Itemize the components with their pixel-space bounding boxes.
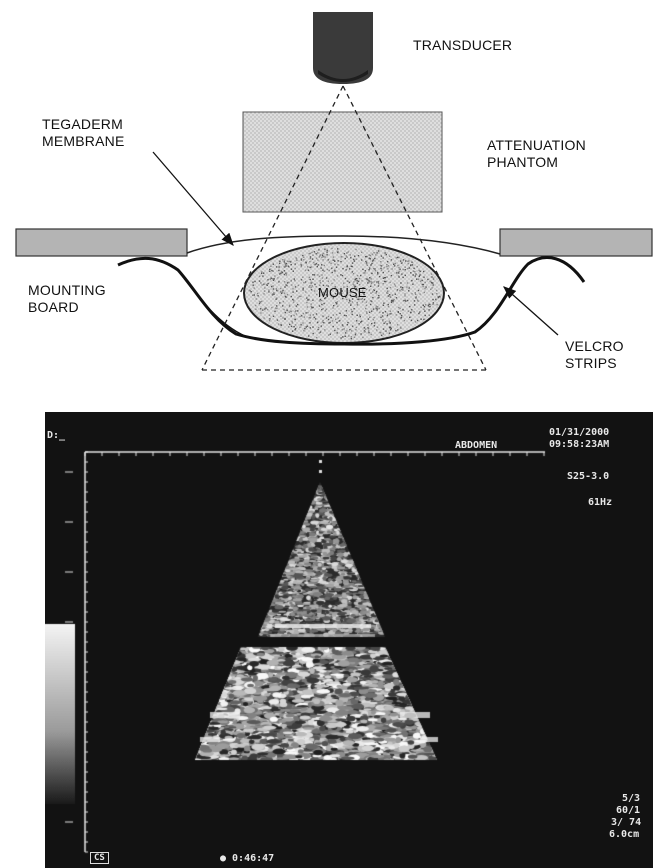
frame-rate: 61Hz <box>588 497 612 509</box>
probe-label: S25-3.0 <box>567 471 609 483</box>
label-velcro-strips: VELCRO STRIPS <box>565 338 624 372</box>
label-tegaderm-line1: TEGADERM <box>42 116 125 133</box>
param-line-1: 5/3 <box>622 793 640 805</box>
cine-timer: ● 0:46:47 <box>220 853 274 865</box>
drive-prompt: D:_ <box>47 430 65 442</box>
label-velcro-line1: VELCRO <box>565 338 624 355</box>
label-mounting-line2: BOARD <box>28 299 106 316</box>
exam-date: 01/31/2000 <box>549 427 609 439</box>
mounting-board-right <box>500 229 652 256</box>
exam-time: 09:58:23AM <box>549 439 609 451</box>
velcro-arrow <box>504 287 558 335</box>
label-transducer: TRANSDUCER <box>413 37 512 54</box>
label-tegaderm-line2: MEMBRANE <box>42 133 125 150</box>
label-mounting-board: MOUNTING BOARD <box>28 282 106 316</box>
setup-diagram <box>0 0 655 400</box>
label-attenuation-line2: PHANTOM <box>487 154 586 171</box>
manufacturer-logo: CS <box>90 852 109 864</box>
label-attenuation-line1: ATTENUATION <box>487 137 586 154</box>
label-mouse: MOUSE <box>318 284 367 301</box>
attenuation-phantom <box>243 112 442 212</box>
depth-value: 6.0cm <box>609 829 639 841</box>
mounting-board-left <box>16 229 187 256</box>
ultrasound-scan-image <box>45 412 653 868</box>
label-attenuation-phantom: ATTENUATION PHANTOM <box>487 137 586 171</box>
exam-preset: ABDOMEN <box>455 440 497 452</box>
label-mounting-line1: MOUNTING <box>28 282 106 299</box>
ultrasound-screen: D:_ 01/31/2000 ABDOMEN 09:58:23AM S25-3.… <box>45 412 653 868</box>
param-line-3: 3/ 74 <box>611 817 641 829</box>
label-tegaderm: TEGADERM MEMBRANE <box>42 116 125 150</box>
label-velcro-line2: STRIPS <box>565 355 624 372</box>
param-line-2: 60/1 <box>616 805 640 817</box>
transducer-icon <box>313 12 373 84</box>
